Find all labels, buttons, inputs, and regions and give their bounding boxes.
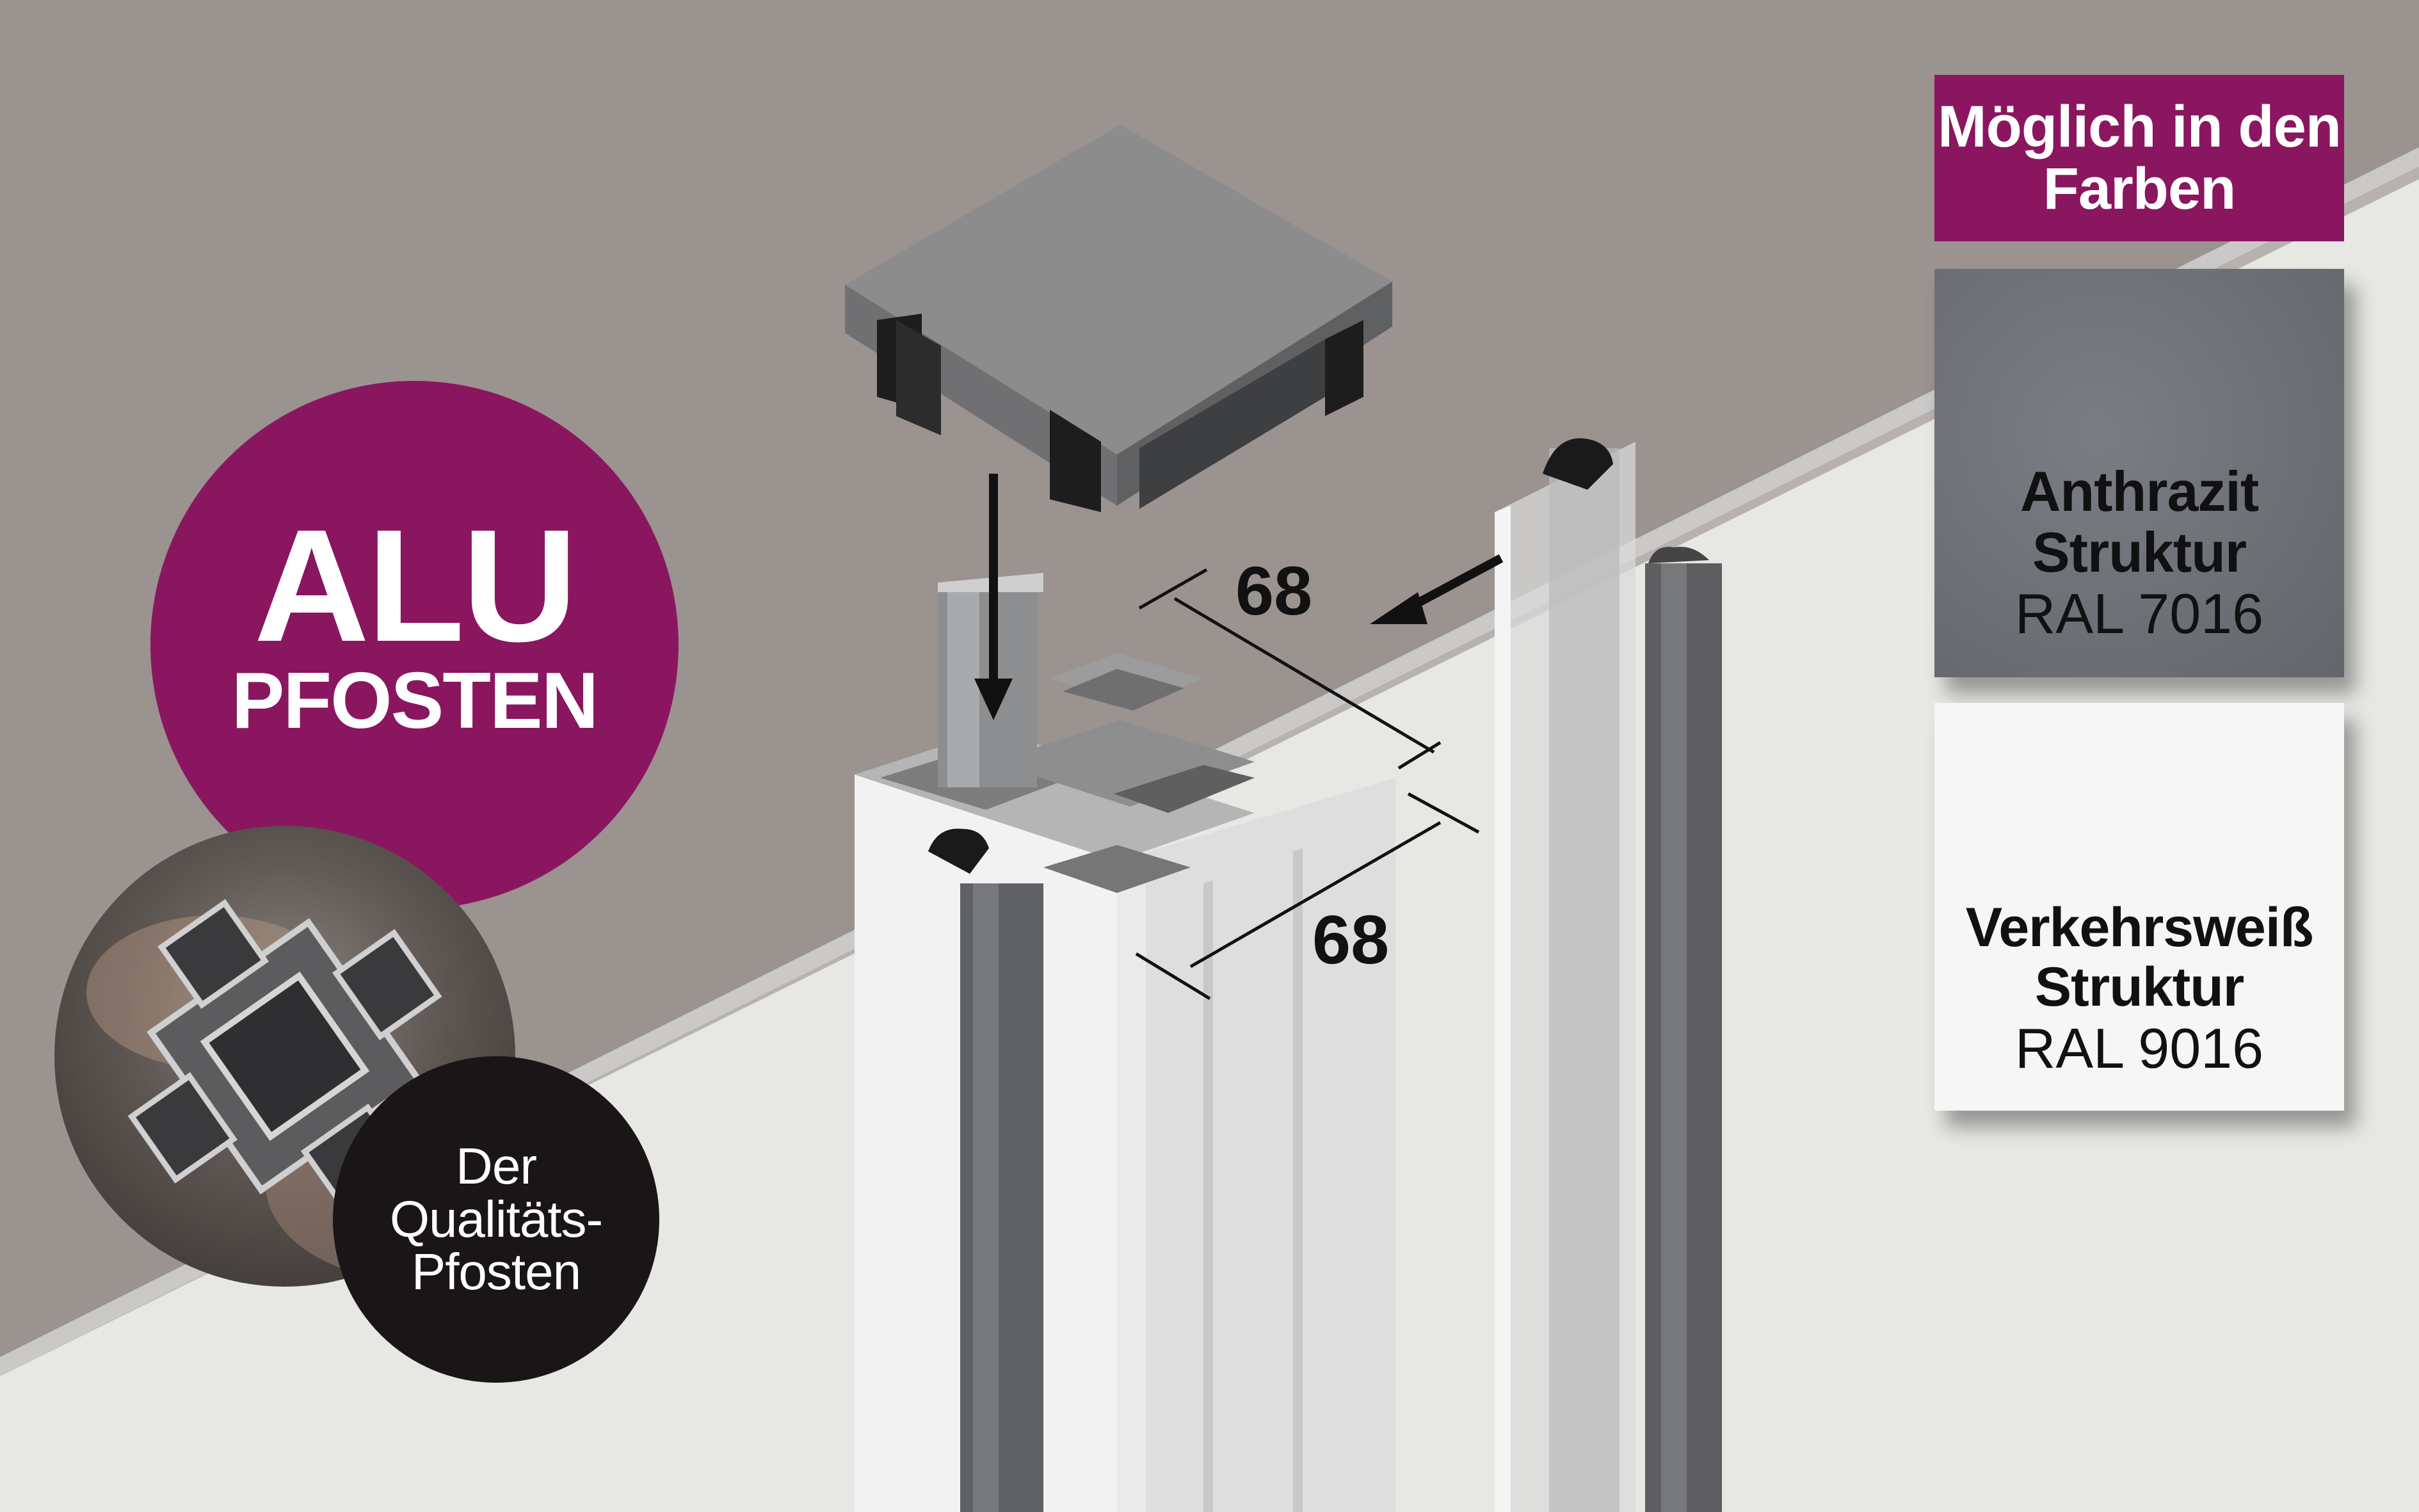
swatch-verkehrsweiss: Verkehrsweiß Struktur RAL 9016: [1934, 703, 2344, 1111]
swatch-verkehrsweiss-ral: RAL 9016: [2014, 1016, 2264, 1080]
badge-alu-subtitle: PFOSTEN: [231, 657, 599, 745]
swatch-verkehrsweiss-name-line1: Verkehrsweiß: [1965, 897, 2314, 958]
badge-alu-title: ALU: [253, 496, 578, 675]
post-end-cap: [845, 125, 1392, 512]
glass-panel-insert: [1495, 438, 1635, 1512]
colors-header: Möglich in den Farben: [1934, 75, 2344, 241]
swatch-anthrazit-name-line2: Struktur: [2032, 520, 2247, 584]
colors-header-text: Möglich in den Farben: [1938, 94, 2342, 221]
glass-clamp-profile: [1645, 547, 1722, 1512]
swatch-anthrazit: Anthrazit Struktur RAL 7016: [1934, 269, 2344, 677]
insert-arrow-down: [974, 474, 1013, 720]
quality-badge-text: Der Qualitäts- Pfosten: [389, 1138, 603, 1301]
swatch-anthrazit-ral: RAL 7016: [2014, 582, 2264, 646]
dimension-depth-label: 68: [1235, 552, 1312, 629]
quality-badge: Der Qualitäts- Pfosten: [333, 1056, 659, 1383]
dimension-depth: 68: [1138, 552, 1442, 770]
dimension-width: 68: [1135, 792, 1480, 1001]
swatch-verkehrsweiss-name-line2: Struktur: [2034, 956, 2244, 1018]
aluminium-post: [855, 573, 1395, 1512]
alu-pfosten-badge: ALU PFOSTEN: [150, 381, 679, 909]
swatch-anthrazit-name-line1: Anthrazit: [2020, 460, 2259, 523]
dimension-width-label: 68: [1312, 901, 1389, 978]
insert-arrow-diagonal: [1370, 554, 1504, 624]
